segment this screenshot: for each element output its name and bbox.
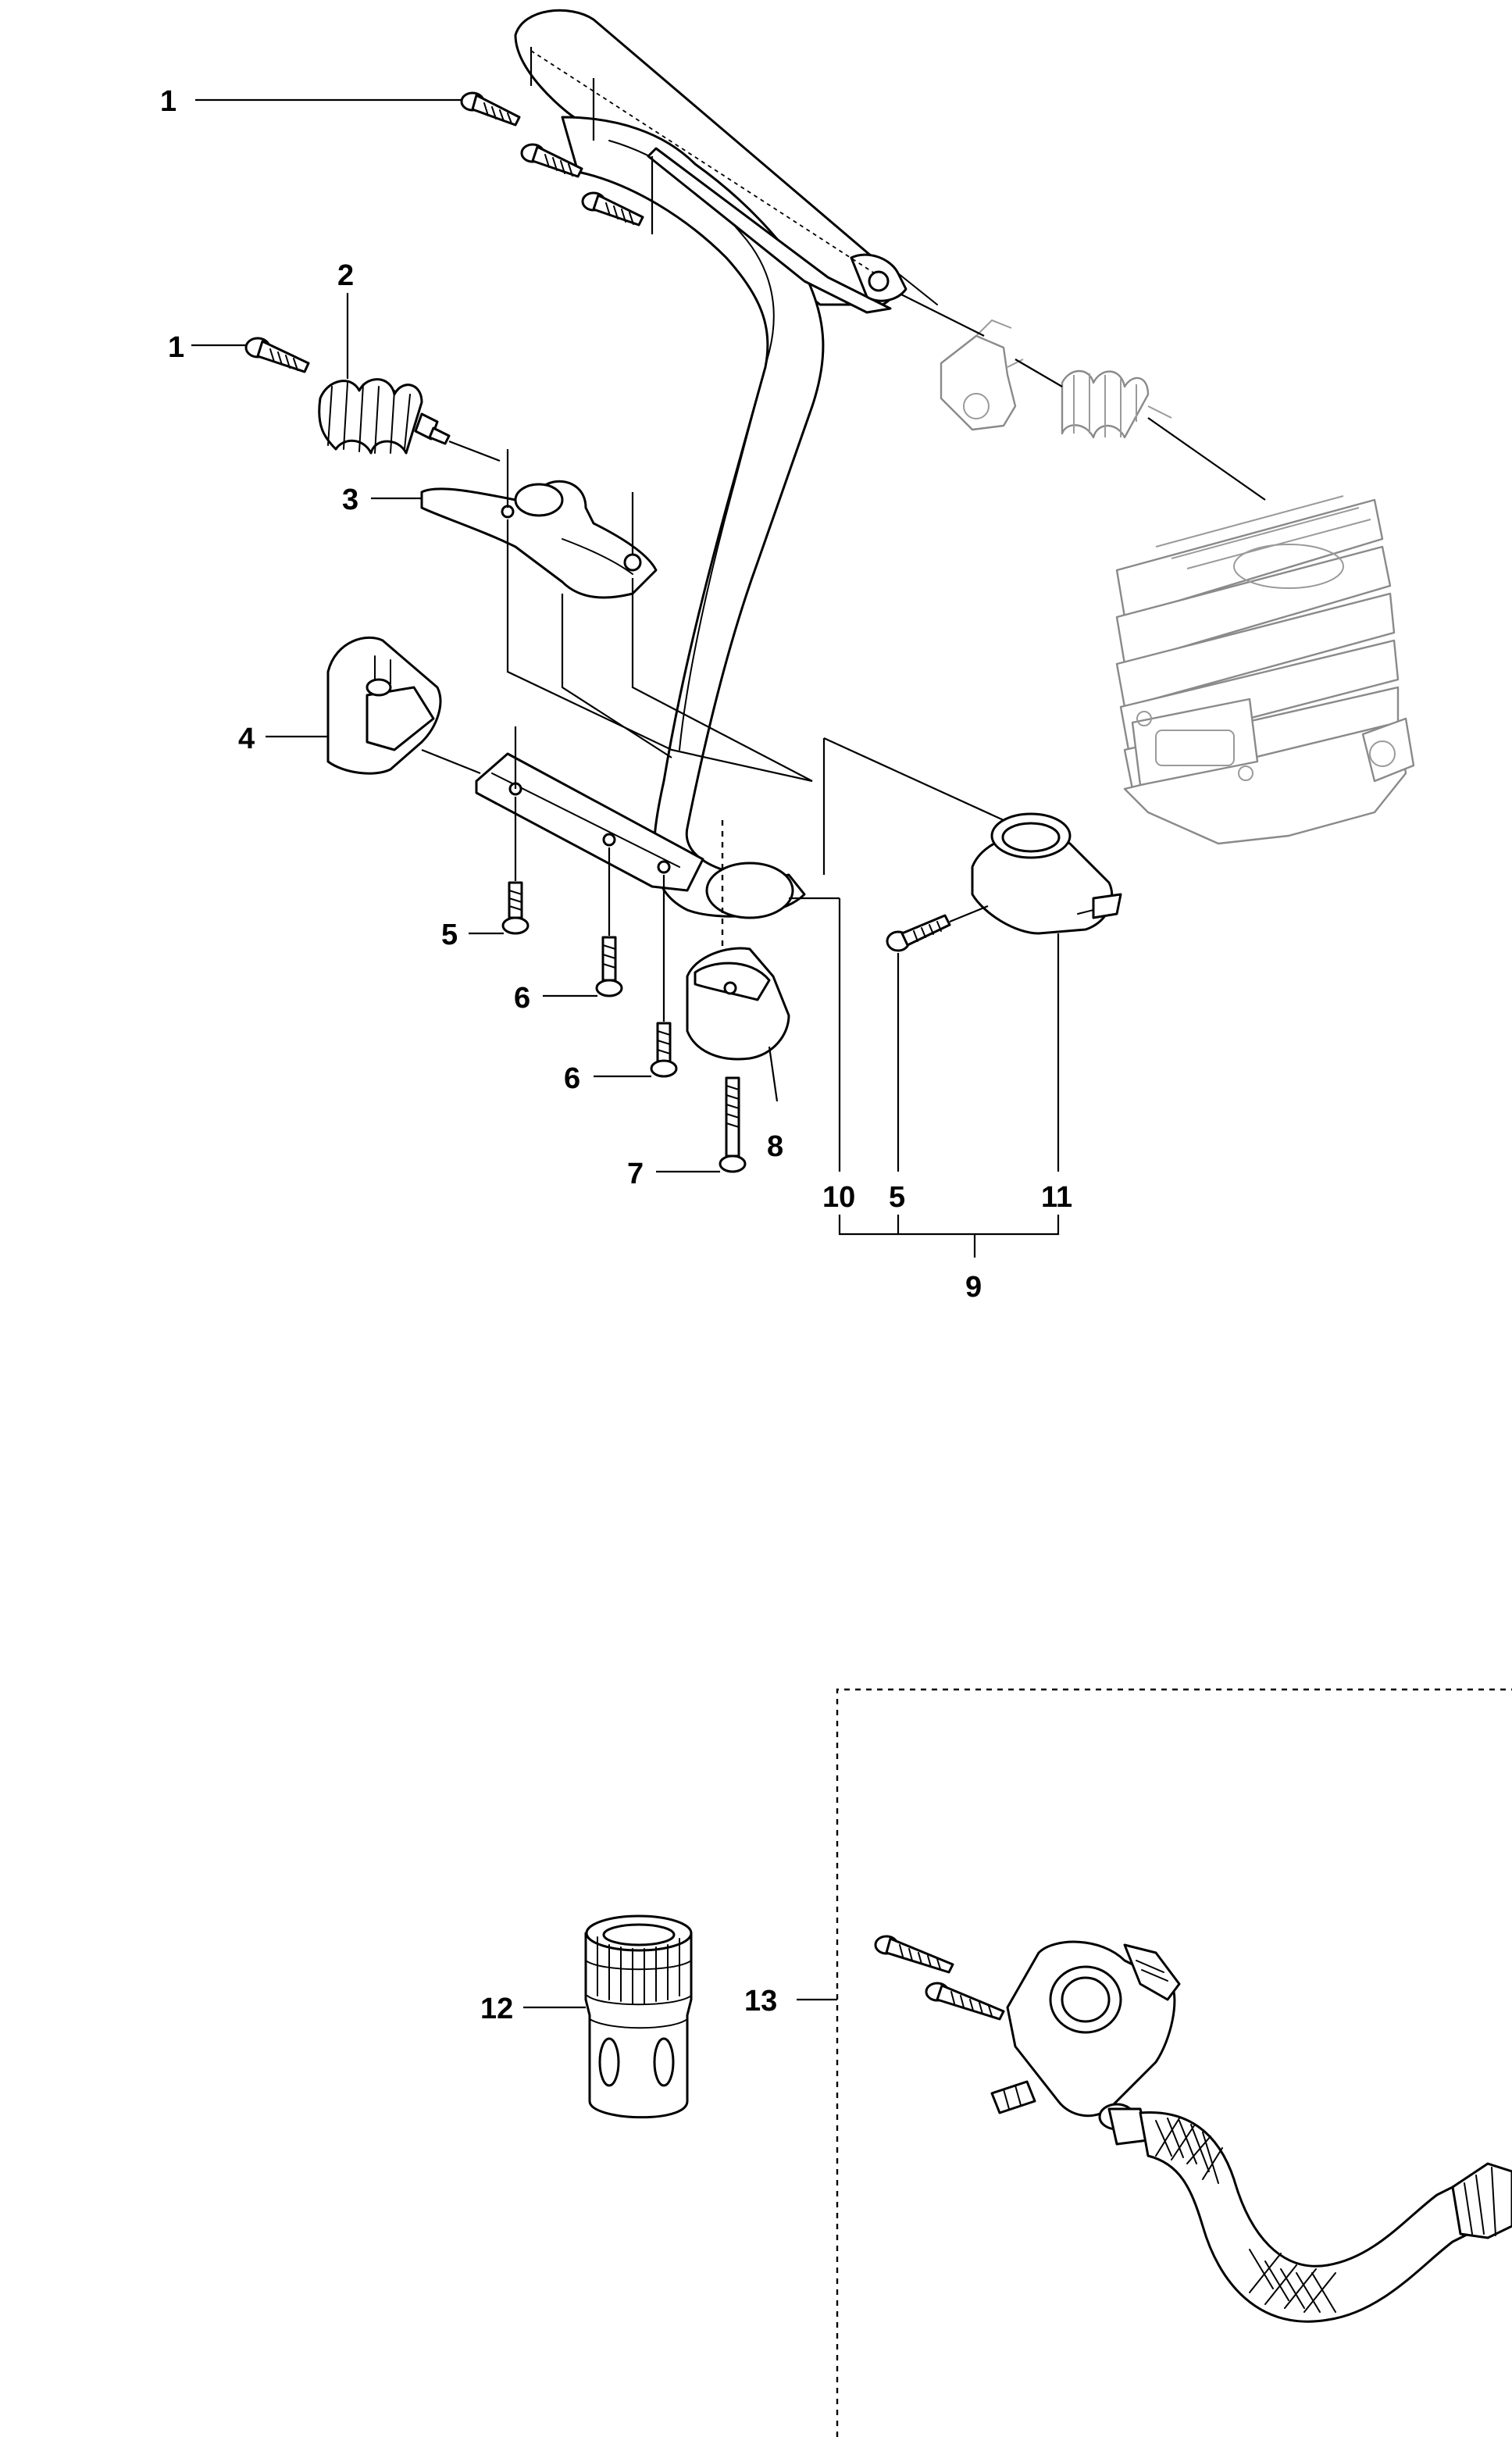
leader-clamp-to-spring [1015,359,1063,387]
callout-9: 9 [965,1271,982,1304]
clamp-reference [940,319,1024,431]
callout-1-left: 1 [168,331,184,364]
water-kit-part-13 [797,1688,1512,2437]
callout-12: 12 [480,1993,513,2025]
callout-leaders [191,98,1060,1258]
leader-spring-to-cylinder [1147,417,1266,501]
cup-part-11 [822,737,1122,935]
callout-5-bottom: 5 [441,919,458,951]
callout-3: 3 [342,483,358,516]
screw-part-5-cup [886,905,989,952]
bottom-plate [475,726,704,892]
callout-2: 2 [337,259,354,292]
callout-6-a: 6 [514,982,530,1015]
coupling-part-12 [523,1914,693,2119]
callout-13: 13 [744,1985,777,2018]
spring-part-2 [318,378,501,462]
callout-5-cup: 5 [889,1181,905,1214]
callout-6-b: 6 [564,1062,580,1095]
screw-part-6-a [595,847,623,997]
spring-reference [1061,369,1172,439]
bracket-part-3 [420,449,813,783]
callout-10: 10 [822,1181,855,1214]
callout-4: 4 [238,723,255,755]
kit-boundary [836,1688,1512,2437]
engine-cylinder-reference [1115,495,1415,845]
callout-7: 7 [627,1158,644,1190]
screw-part-6-b [650,875,678,1078]
callout-1-top: 1 [160,85,177,118]
handlebar-part-10 [514,9,938,996]
end-cap-part-4 [326,636,481,775]
callout-11: 11 [1041,1181,1072,1214]
screw-part-1-left [244,337,310,373]
screw-part-7 [719,1076,747,1173]
pad-part-8 [686,947,790,1102]
callout-8: 8 [767,1130,783,1163]
screw-part-5-bottom [501,797,530,935]
screw-part-1-top [460,47,654,234]
